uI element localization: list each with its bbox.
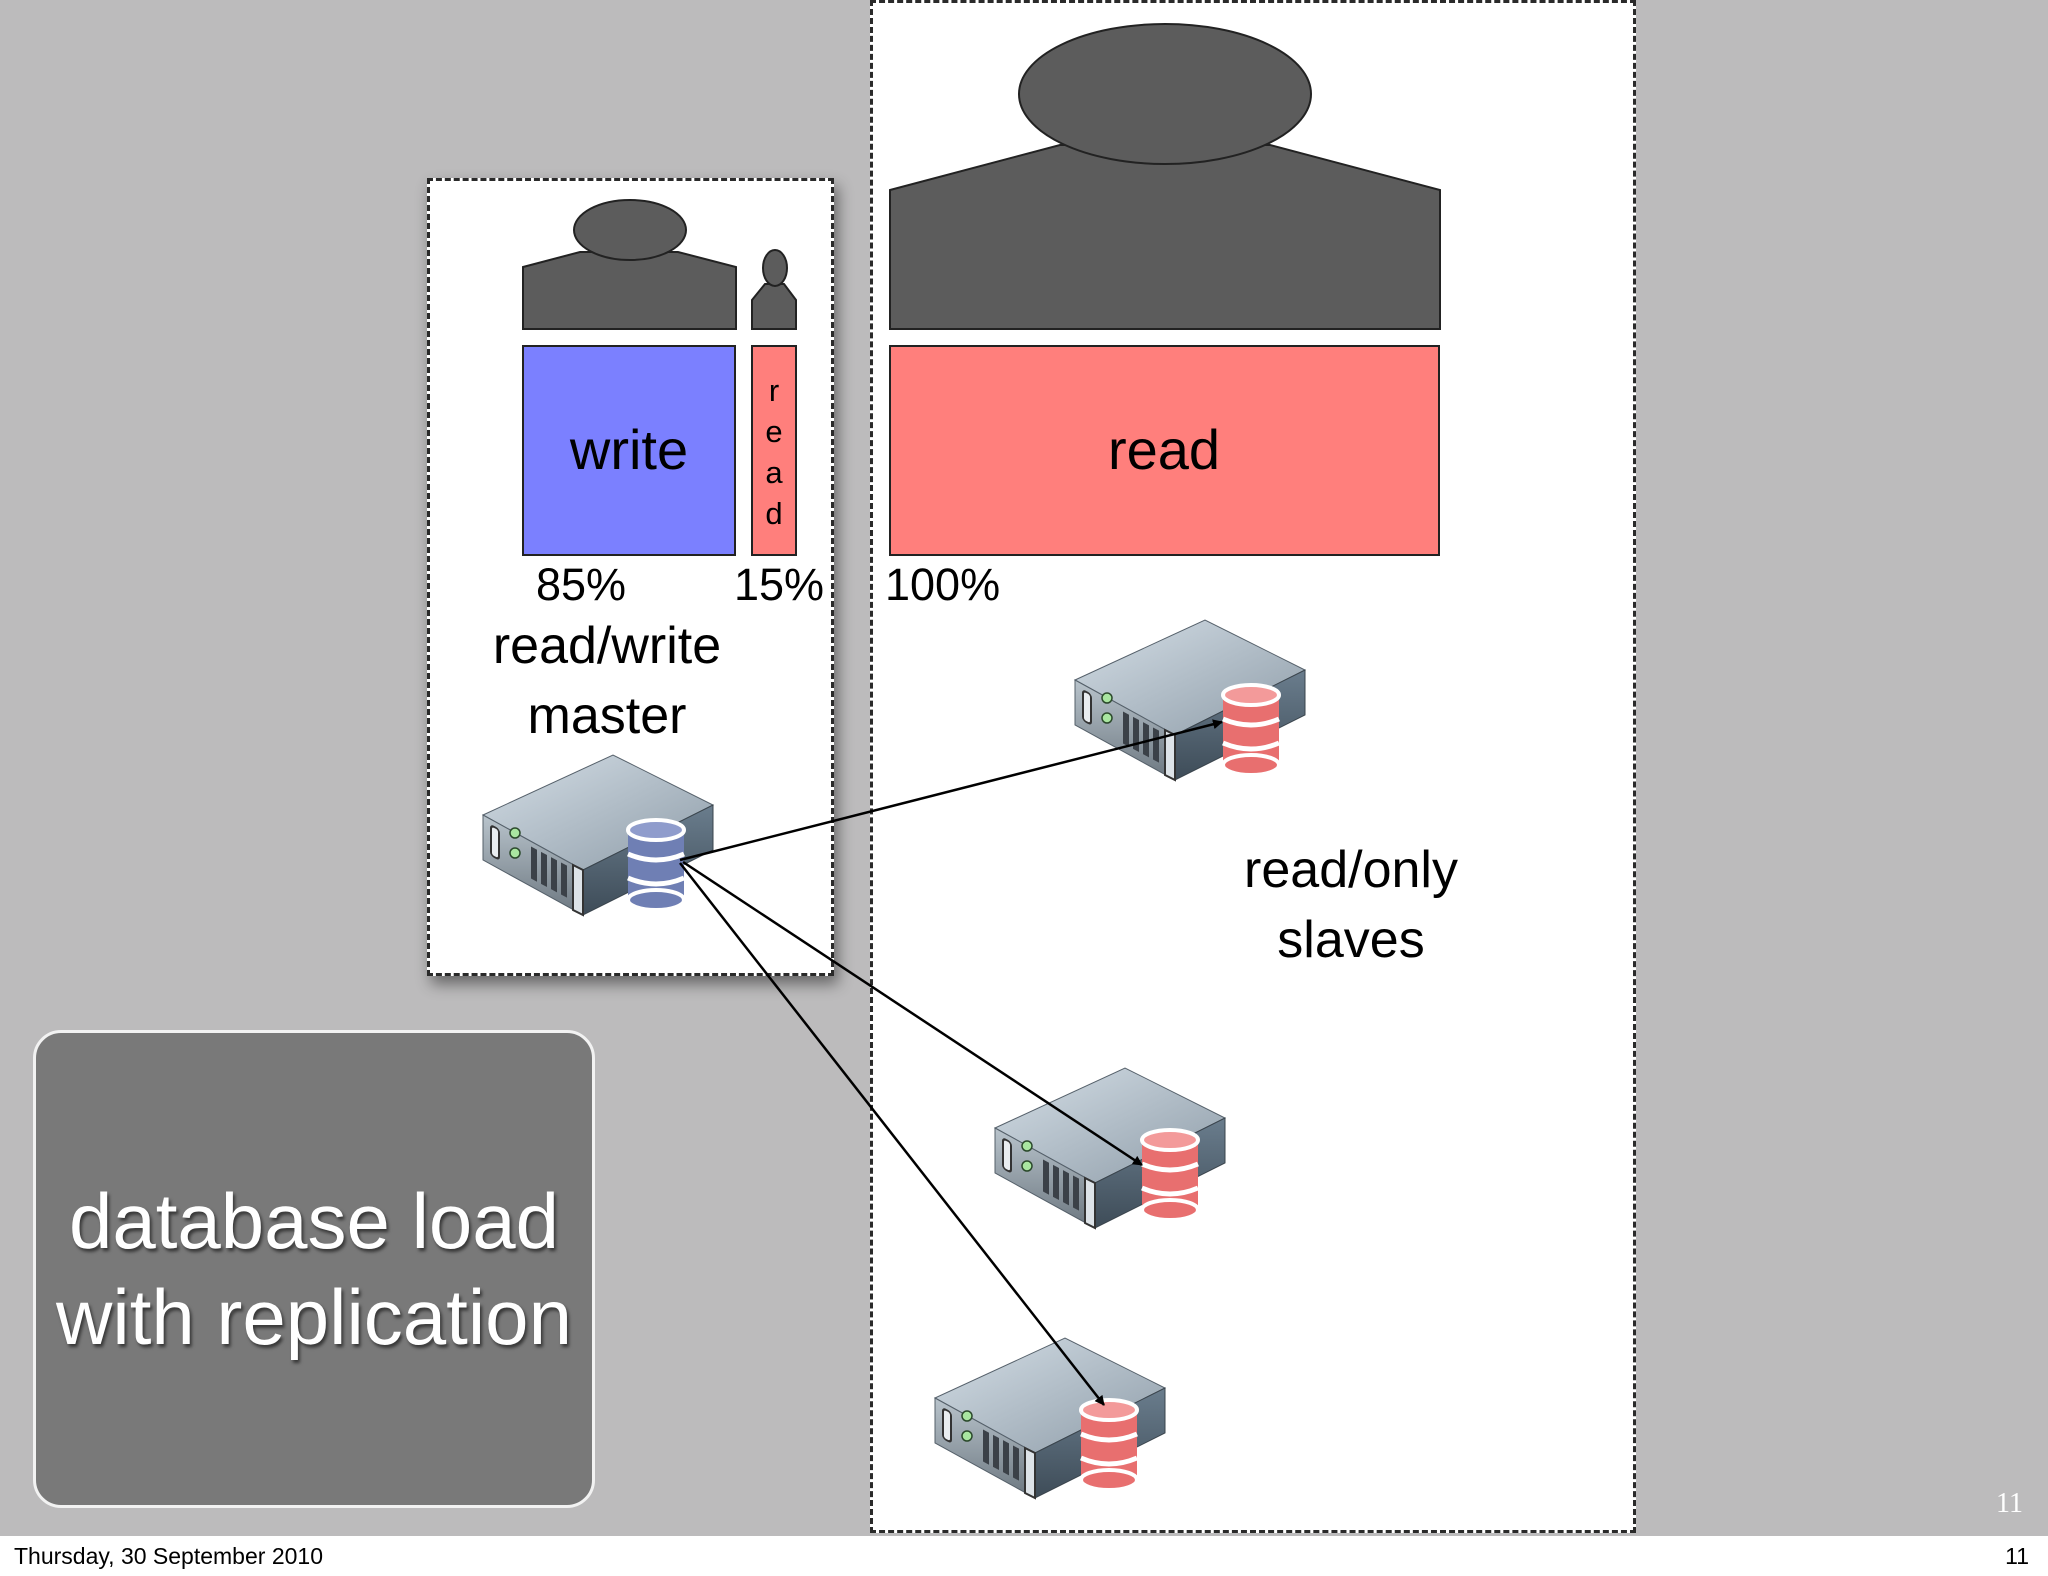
diagram-canvas bbox=[482, 23, 1441, 1499]
read-bar bbox=[889, 345, 1440, 556]
small-reader-icon bbox=[751, 249, 797, 330]
master-server-icon bbox=[482, 754, 714, 916]
read-letter-r: r bbox=[768, 373, 780, 408]
master-caption-line2: master bbox=[527, 687, 687, 745]
slide-title-box: database load with replication bbox=[33, 1030, 595, 1508]
read-percent-master: 15% bbox=[734, 559, 825, 610]
slaves-caption-line2: slaves bbox=[1277, 911, 1425, 969]
replication-arrow-2 bbox=[682, 860, 1143, 1167]
slide: write r e a d read 85% 15% 100% read/wri… bbox=[0, 0, 2048, 1536]
footer-date: Thursday, 30 September 2010 bbox=[14, 1543, 323, 1569]
replication-arrow-1 bbox=[679, 719, 1223, 862]
reader-user-icon bbox=[889, 23, 1441, 330]
small-read-bar bbox=[751, 345, 797, 556]
master-caption-line1: read/write bbox=[492, 617, 722, 675]
master-database-icon bbox=[626, 818, 686, 912]
slave-server-1-icon bbox=[1074, 619, 1306, 781]
replication-arrow-3 bbox=[679, 862, 1105, 1406]
write-bar-label: write bbox=[569, 418, 689, 481]
write-bar bbox=[522, 345, 736, 556]
slide-number: 11 bbox=[1996, 1488, 2023, 1519]
read-percent-slaves: 100% bbox=[885, 559, 1001, 610]
write-user-icon bbox=[522, 199, 737, 330]
read-letter-e: e bbox=[765, 414, 783, 449]
slide-title: database load with replication bbox=[56, 1177, 572, 1361]
slaves-caption-line1: read/only bbox=[1244, 841, 1458, 899]
read-letter-a: a bbox=[765, 455, 783, 490]
slave-database-3-icon bbox=[1079, 1398, 1139, 1492]
slave-database-2-icon bbox=[1140, 1128, 1200, 1222]
slave-database-1-icon bbox=[1221, 683, 1281, 777]
slave-server-3-icon bbox=[934, 1337, 1166, 1499]
footer-page-number: 11 bbox=[2005, 1543, 2029, 1569]
read-letter-d: d bbox=[765, 496, 783, 531]
write-percent: 85% bbox=[536, 559, 627, 610]
slave-server-2-icon bbox=[994, 1067, 1226, 1229]
read-bar-label: read bbox=[1107, 418, 1221, 481]
